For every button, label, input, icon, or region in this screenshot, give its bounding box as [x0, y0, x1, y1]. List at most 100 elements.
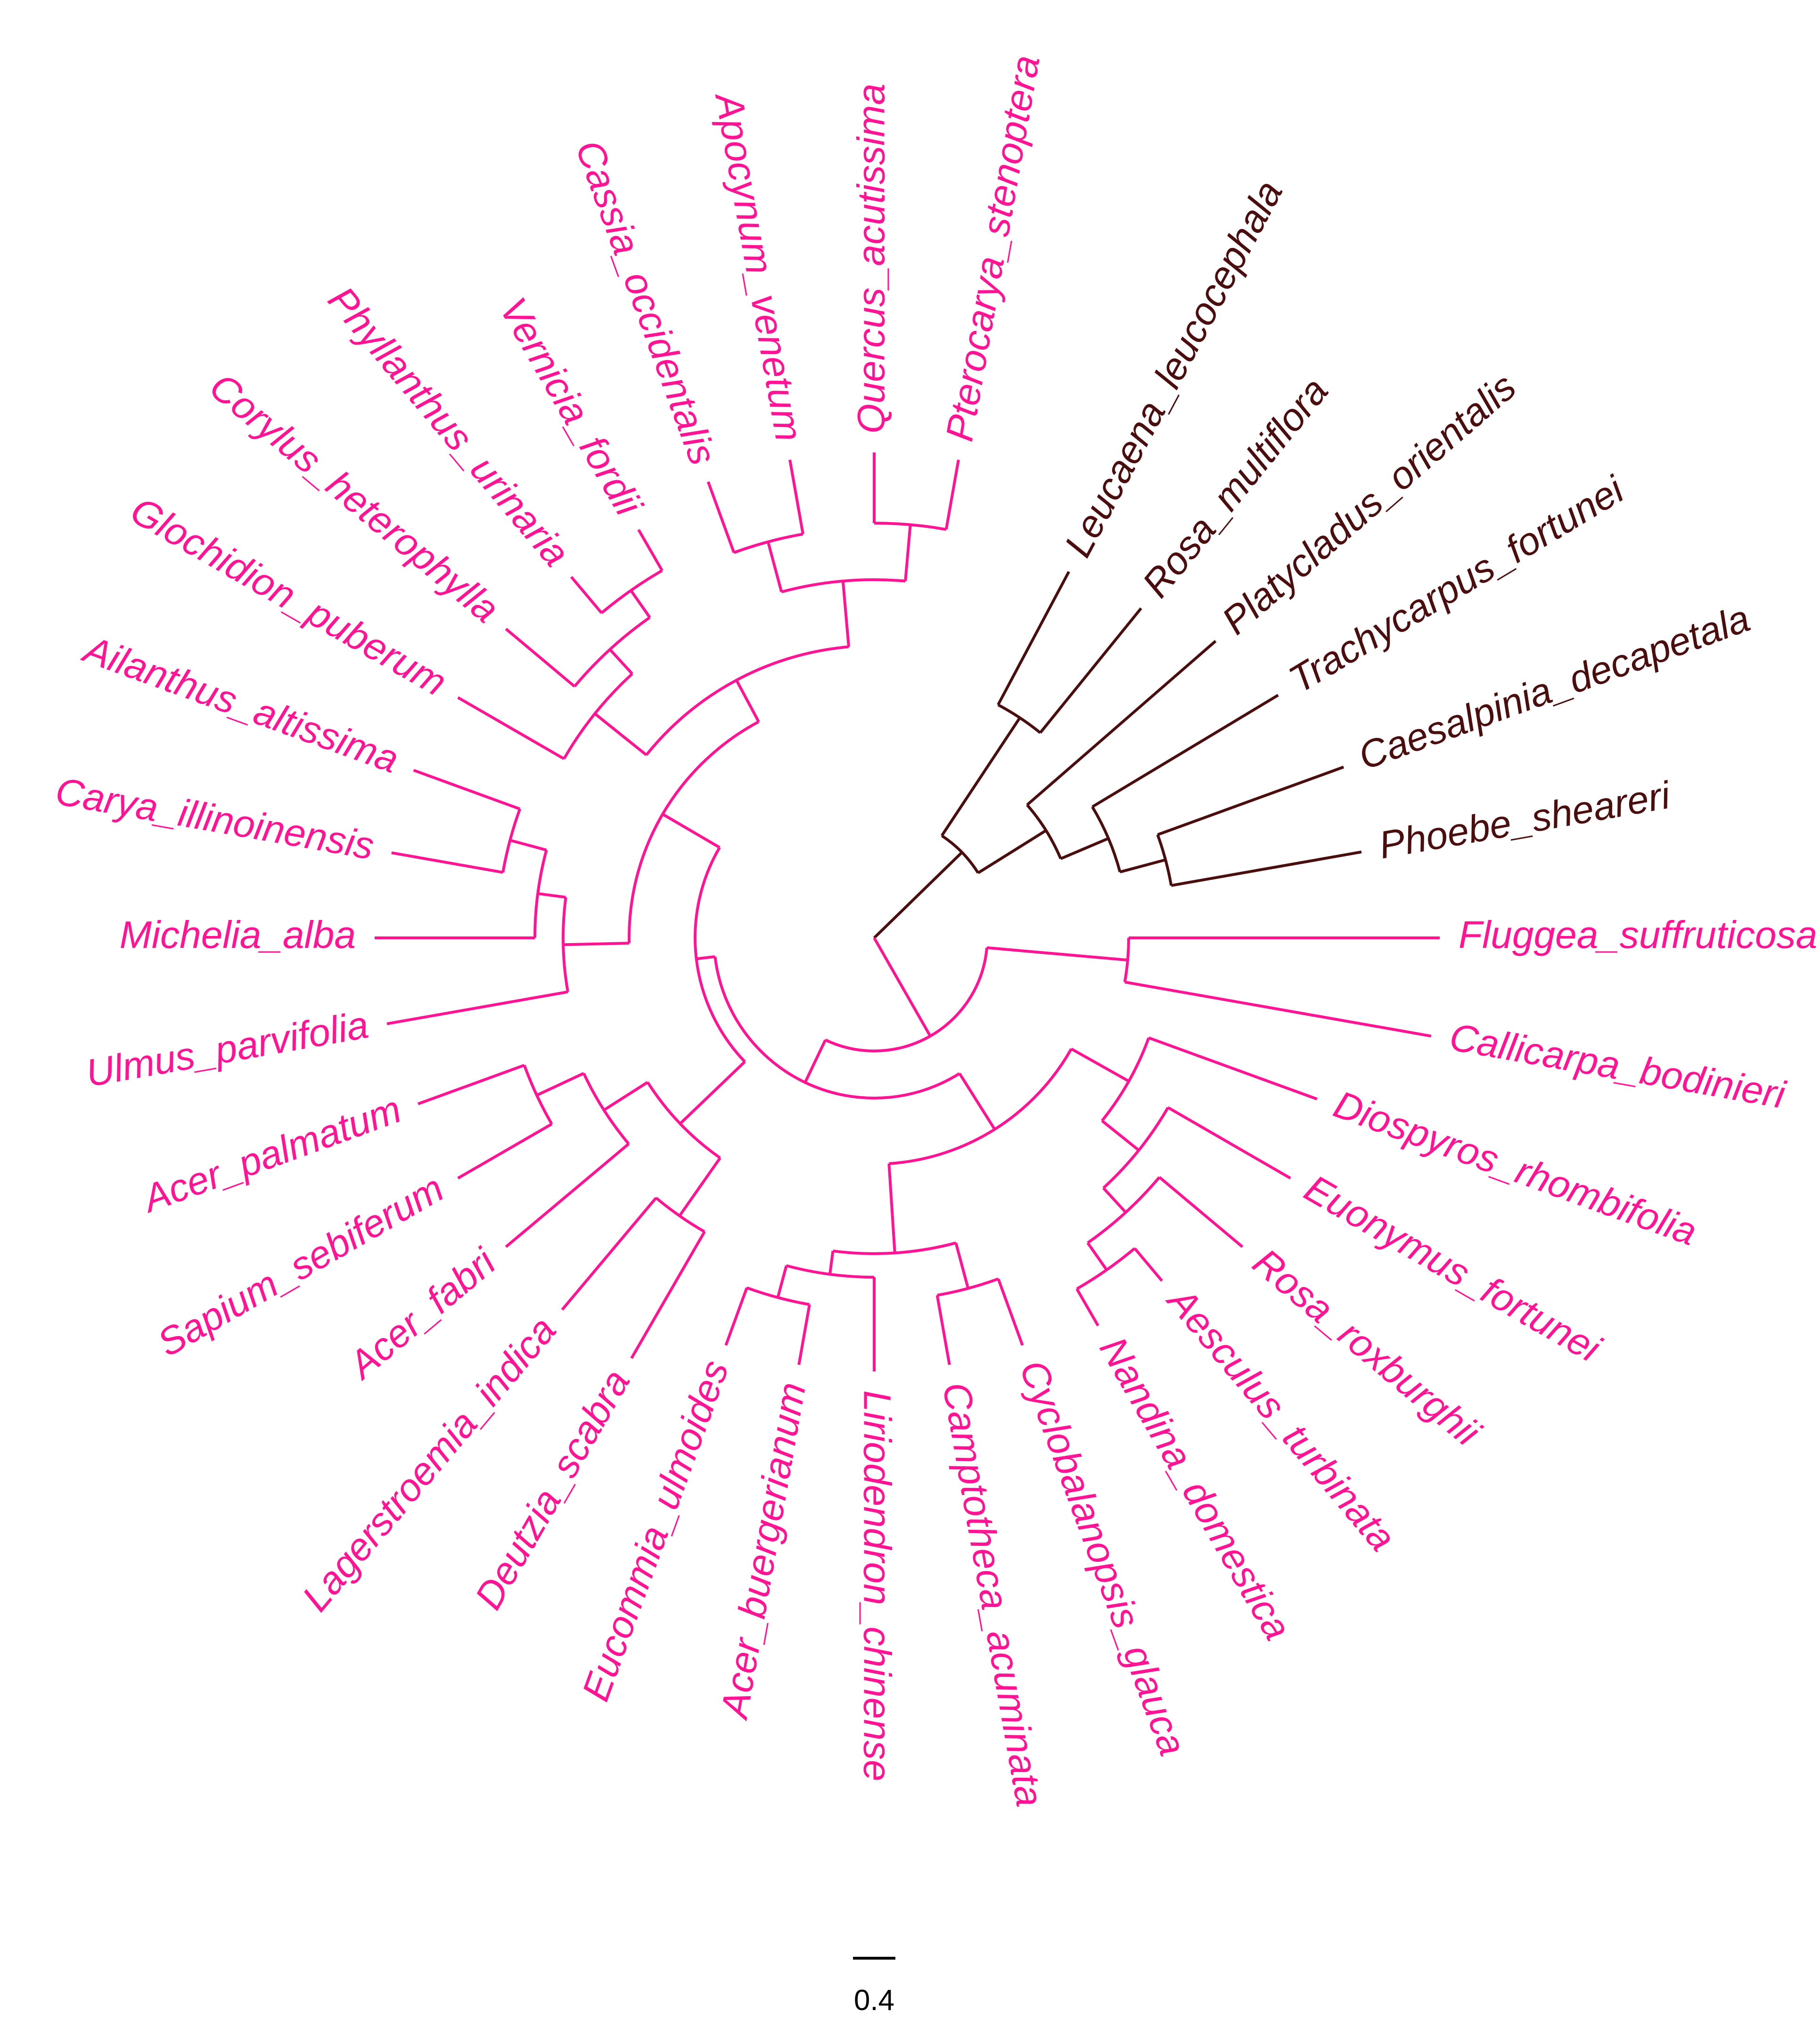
branch-arc-nB2 — [1026, 804, 1062, 860]
branch-caesalpinia — [1157, 765, 1345, 836]
branch-nCA2 — [766, 541, 783, 592]
branch-arc-nBrown — [941, 834, 980, 874]
branch-nBrown — [873, 851, 963, 939]
tree-branches — [375, 452, 1440, 1371]
branch-camptotheca — [935, 1295, 951, 1365]
leaf-label-quercus: Quercus_acutissima — [850, 83, 893, 434]
branch-trachycarpus — [1091, 694, 1279, 808]
branch-arc-nRight — [889, 1048, 1073, 1165]
branch-nMCA — [537, 892, 566, 899]
leaf-label-leucaena: Leucaena_leucocephala — [1057, 174, 1291, 564]
branch-nR2 — [887, 1163, 896, 1253]
branch-vernicia — [637, 529, 664, 572]
branch-arc-nR1 — [1101, 1037, 1150, 1122]
branch-arc-nLeft — [694, 846, 746, 1063]
branch-nR1 — [1070, 1047, 1130, 1083]
branch-arc-nL1 — [646, 1081, 721, 1159]
branch-nMain — [803, 1039, 827, 1083]
branch-nLeft — [696, 955, 715, 960]
branch-arc-nFC — [1123, 937, 1131, 983]
branch-nAE — [776, 1265, 788, 1298]
branch-diospyros — [1148, 1036, 1318, 1100]
branch-nR4 — [1102, 1187, 1127, 1214]
branch-euonymus — [1167, 1106, 1291, 1180]
branch-acer-palmatum — [418, 1064, 525, 1106]
branch-arc-nR3 — [1102, 1107, 1170, 1190]
branch-nB3 — [1060, 837, 1109, 860]
branch-deutzia — [630, 1231, 706, 1359]
branch-nCAQP — [841, 581, 850, 647]
branch-arc-nR4 — [1087, 1176, 1161, 1244]
branch-arc-nCA — [501, 808, 522, 873]
branch-nR5 — [1086, 1242, 1108, 1271]
scale-bar: 0.4 — [853, 1957, 895, 2017]
branch-nQP — [904, 525, 912, 582]
branch-nCC — [954, 1242, 970, 1289]
branch-ulmus — [386, 990, 568, 1026]
branch-rosa-roxburghii — [1158, 1176, 1244, 1248]
branch-acer-buergerianum — [797, 1304, 811, 1365]
branch-arc-nUMCA — [561, 897, 569, 993]
branch-arc-nMain — [713, 956, 960, 1100]
branch-arc-nB4 — [1156, 834, 1173, 886]
branch-nB2 — [977, 829, 1047, 874]
branch-apocynum — [788, 460, 804, 534]
branch-nPink — [873, 937, 932, 1037]
branch-nCA — [509, 839, 547, 852]
branch-arc-nAE — [746, 1286, 810, 1306]
leaf-labels: Leucaena_leucocephalaRosa_multifloraPlat… — [52, 52, 1817, 1810]
branch-nandina — [1075, 1288, 1099, 1327]
branch-glochidion — [457, 696, 565, 760]
branch-callicarpa — [1124, 980, 1432, 1038]
branch-cyclobalanopsis — [997, 1278, 1024, 1346]
leaf-label-callicarpa: Callicarpa_bodinieri — [1446, 1016, 1789, 1117]
branch-nAcer2 — [536, 1072, 584, 1097]
branch-rosa-multiflora — [1039, 607, 1142, 734]
branch-nPV — [630, 590, 651, 618]
branch-nB4 — [1119, 858, 1166, 874]
branch-arc-nUpper — [645, 645, 849, 756]
branch-phyllanthus — [570, 576, 603, 614]
branch-eucommia — [724, 1287, 748, 1346]
branch-nDL — [678, 1157, 721, 1217]
branch-arc-nR2 — [833, 1241, 957, 1256]
branch-arc-nCAQP — [781, 578, 906, 593]
branch-arc-nPV — [600, 569, 663, 614]
branch-pterocarya — [944, 460, 960, 530]
branch-arc-nAcer — [582, 1073, 630, 1145]
leaf-label-phoebe: Phoebe_sheareri — [1376, 773, 1674, 867]
leaf-label-platycladus: Platycladus_orientalis — [1214, 365, 1524, 643]
branch-acer-fabri — [505, 1142, 630, 1248]
leaf-label-acer-buergerianum: Acer_buergerianum — [713, 1379, 814, 1723]
branch-nL2 — [662, 813, 721, 849]
branch-nLA — [828, 1250, 835, 1275]
leaf-label-michelia: Michelia_alba — [120, 914, 356, 957]
branch-arc-nCA2 — [733, 533, 803, 554]
branch-nL1 — [679, 1060, 746, 1125]
branch-platycladus — [1026, 640, 1217, 806]
leaf-label-apocynum: Apocynum_venetum — [706, 88, 810, 444]
leaf-label-acer-palmatum: Acer_palmatum — [136, 1088, 407, 1222]
branch-leucaena — [997, 571, 1070, 706]
branch-sapium — [457, 1123, 553, 1180]
branch-arc-nLA — [786, 1264, 875, 1279]
branch-nUMCA — [563, 942, 630, 946]
leaf-label-liriodendron: Liriodendron_chinense — [855, 1390, 898, 1781]
branch-ailanthus — [413, 769, 521, 811]
leaf-label-camptotheca: Camptotheca_acuminata — [935, 1379, 1051, 1810]
branch-cassia — [706, 481, 736, 553]
branch-arc-nB3 — [1091, 806, 1122, 872]
branch-arc-nL2 — [628, 720, 760, 944]
branch-arc-nMCA — [533, 849, 548, 938]
leaf-label-fluggea: Fluggea_suffruticosa — [1459, 914, 1817, 957]
branch-corylus — [505, 628, 576, 688]
branch-arc-nAcer2 — [523, 1065, 553, 1125]
branch-nAcer — [603, 1081, 648, 1111]
branch-nFC — [986, 946, 1128, 962]
branch-arc-nR5 — [1076, 1247, 1136, 1290]
branch-arc-nDL — [655, 1197, 705, 1233]
leaf-label-carya: Carya_illinoinensis — [52, 770, 377, 868]
branch-arc-nCPV — [573, 616, 651, 688]
leaf-label-ulmus: Ulmus_parvifolia — [83, 1003, 372, 1095]
branch-arc-nB1 — [997, 703, 1041, 734]
